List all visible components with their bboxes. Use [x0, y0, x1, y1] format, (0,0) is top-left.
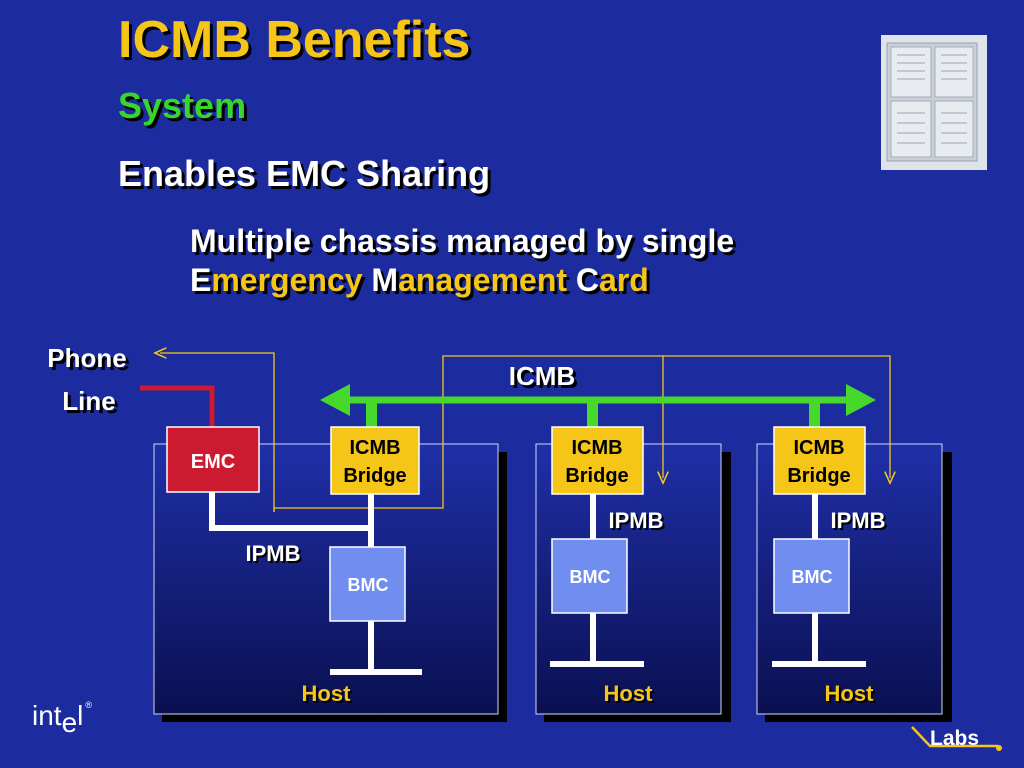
bullet-multiple-chassis: Multiple chassis managed by single Emerg… — [190, 222, 734, 300]
bmc-3 — [773, 538, 850, 614]
ipmb-wire-emc — [209, 492, 371, 531]
bullet-line-2-segment: C — [575, 262, 600, 299]
bridge-3-line1: ICMB — [793, 437, 844, 459]
phone-line-label-2-shadow: Line — [65, 389, 118, 419]
ipmb-label-1-shadow: IPMB — [248, 543, 303, 568]
bmc-2-label: BMC — [570, 567, 611, 587]
slide-title: ICMB Benefits — [118, 11, 471, 69]
icmb-bus — [320, 384, 876, 428]
bullet-line-2: Emergency Management Card — [190, 261, 734, 300]
host-3-label: Host — [825, 681, 875, 706]
bullet-line-2-segment: anagement — [398, 262, 576, 299]
icmb-bridge-3: ICMB Bridge — [773, 426, 866, 495]
bmc-3-label: BMC — [792, 567, 833, 587]
phone-routing-line — [160, 353, 275, 512]
server-chassis-image — [881, 35, 987, 170]
emc-card — [166, 426, 260, 493]
bullet-line-1: Multiple chassis managed by single — [190, 223, 735, 259]
routing-line-host3 — [663, 355, 890, 478]
intel-logo-e: e — [61, 707, 78, 738]
bridge-3-line2: Bridge — [787, 465, 850, 487]
bullet-line-2-segment: mergency — [211, 262, 372, 299]
ipmb-label-1: IPMB — [246, 541, 301, 566]
host-2-label: Host — [604, 681, 654, 706]
bmc-1-label: BMC — [348, 575, 389, 595]
intel-logo: intel® — [32, 700, 93, 738]
emc-label: EMC — [191, 451, 235, 473]
bmc-1 — [329, 546, 406, 622]
phone-line-label-1-shadow: Phone — [50, 346, 129, 376]
bridge-1-line1: ICMB — [349, 437, 400, 459]
host-1-label: Host — [302, 681, 352, 706]
labs-logo: Labs — [930, 727, 980, 750]
bullet-line-2-segment: E — [190, 262, 212, 299]
ipmb-label-3-shadow: IPMB — [833, 510, 888, 535]
ipmb-label-3: IPMB — [831, 508, 886, 533]
phone-line-wire — [140, 385, 215, 428]
host-2-label-shadow: Host — [606, 683, 656, 708]
intel-logo-text: int — [32, 700, 62, 731]
icmb-bridge-2: ICMB Bridge — [551, 426, 644, 495]
host-1-label-shadow: Host — [304, 683, 354, 708]
bridge-2-line2: Bridge — [565, 465, 628, 487]
intel-registered-mark: ® — [85, 700, 93, 710]
bullet-emc-sharing: Enables EMC Sharing — [118, 153, 491, 194]
ipmb-label-2-shadow: IPMB — [611, 510, 666, 535]
labs-swoosh — [911, 726, 998, 748]
icmb-bus-label-shadow: ICMB — [512, 364, 578, 394]
phone-line-label-1: Phone — [47, 343, 126, 373]
bridge-2-line1: ICMB — [571, 437, 622, 459]
slide-subtitle: System — [118, 85, 247, 126]
labs-dot — [996, 745, 1002, 751]
bullet-line-2-segment: ard — [599, 262, 649, 299]
host-3-label-shadow: Host — [827, 683, 877, 708]
ipmb-label-2: IPMB — [609, 508, 664, 533]
phone-line-label-2: Line — [62, 386, 115, 416]
intel-logo-l: l — [77, 700, 84, 731]
icmb-bus-label: ICMB — [509, 361, 575, 391]
icmb-bridge-1: ICMB Bridge — [330, 426, 420, 495]
bullet-line-2-segment: M — [371, 262, 399, 299]
bridge-1-line2: Bridge — [343, 465, 406, 487]
routing-line-host2 — [273, 355, 663, 512]
bmc-2 — [551, 538, 628, 614]
